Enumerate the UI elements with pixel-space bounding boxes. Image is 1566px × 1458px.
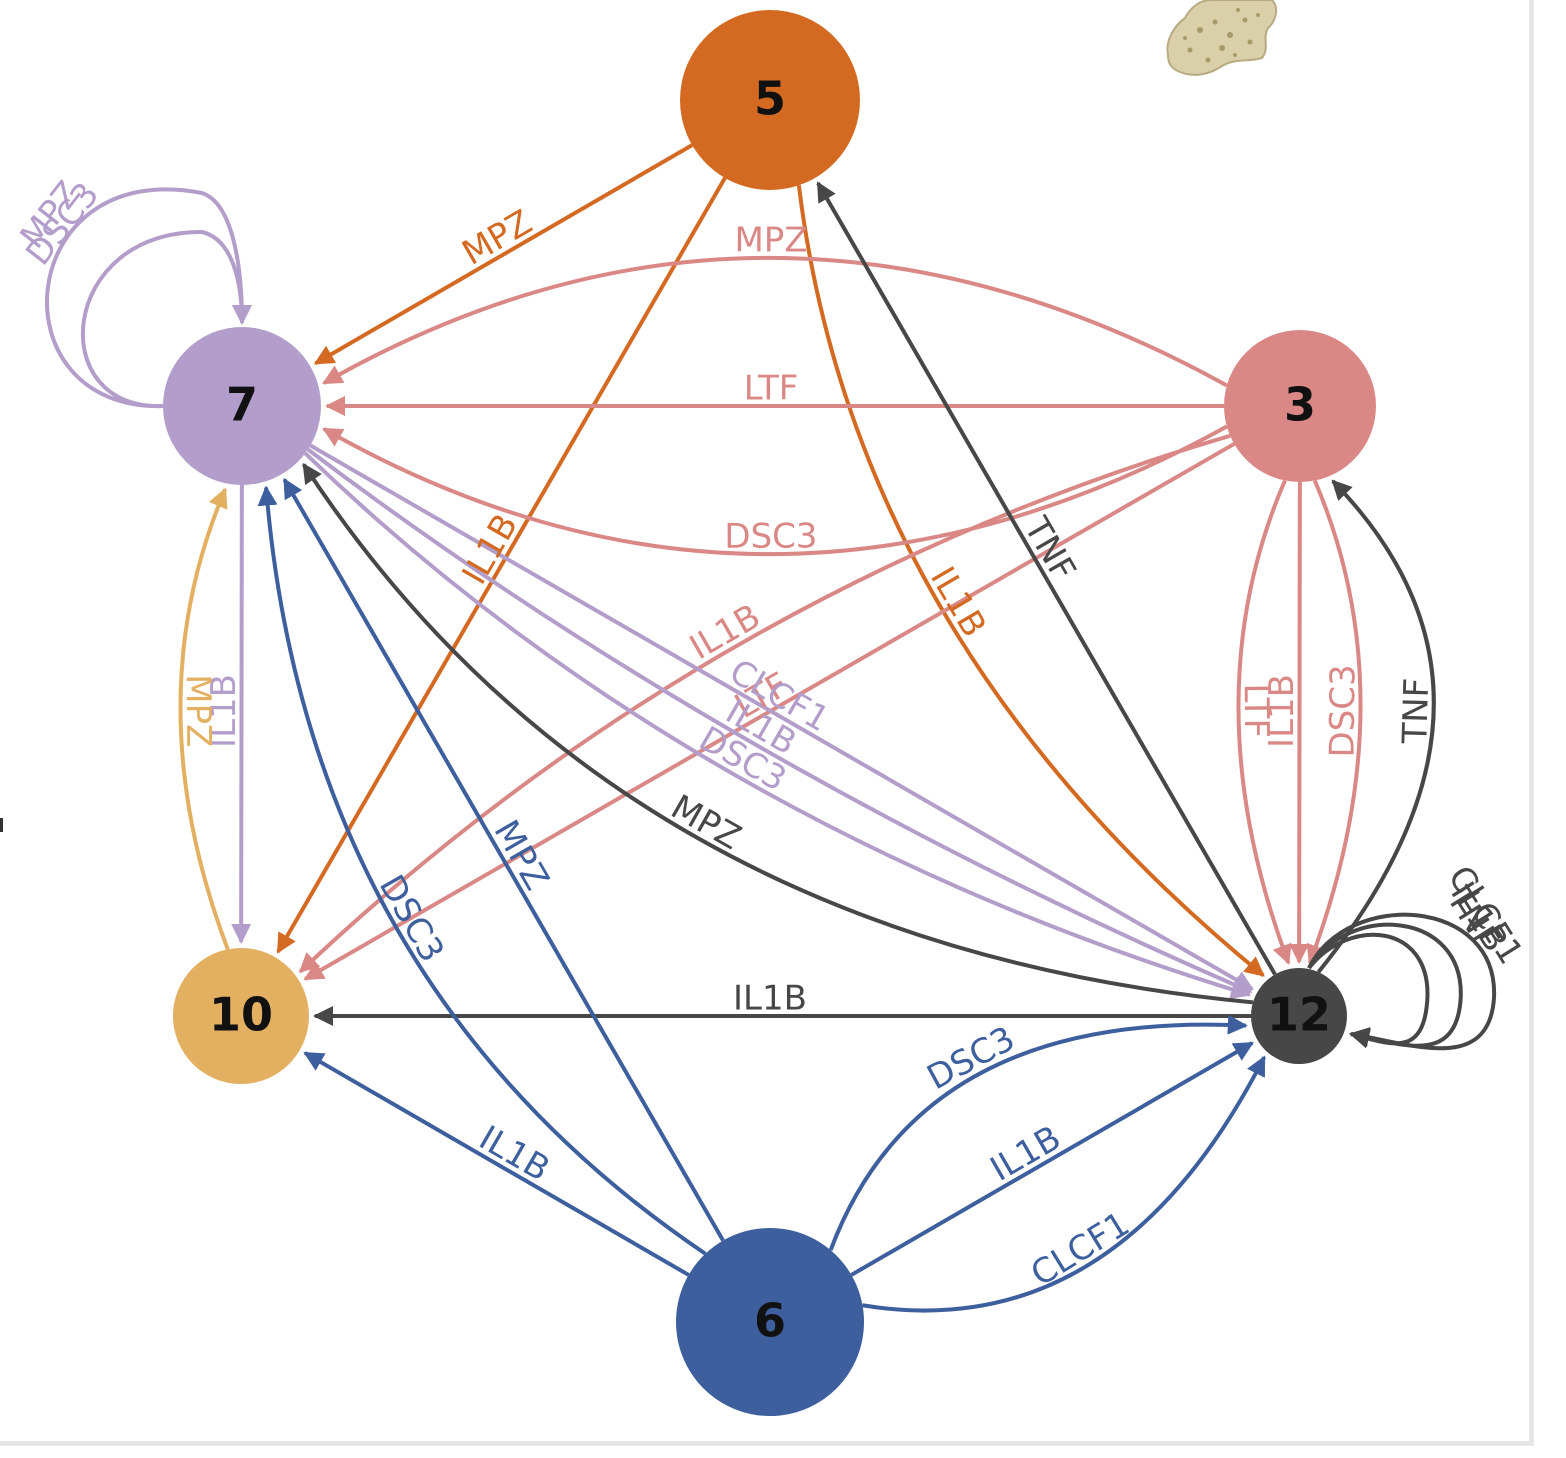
edge-10-to-7-mpz [178, 487, 230, 951]
diagram-frame [0, 0, 1534, 1446]
edge-7-to-10-il1b [231, 484, 252, 944]
edge-3-to-12-dsc3 [1306, 479, 1363, 965]
edge-7-to-12-clcf1 [309, 443, 1254, 991]
edge-5-to-7-mpz [313, 143, 694, 366]
edge-6-to-12-dsc3 [828, 1014, 1248, 1251]
edge-label-12-to-5-tnf: TNF [1015, 510, 1083, 588]
edge-3-to-12-ltf [1236, 479, 1292, 965]
edge-label-3-to-7-ltf: LTF [744, 369, 799, 409]
edge-7-to-7-dsc3 [80, 229, 252, 409]
node-label-7: 7 [226, 378, 258, 432]
edge-label-5-to-7-mpz: MPZ [456, 202, 539, 273]
edge-7-to-7-mpz [45, 187, 252, 409]
edge-3-to-7-dsc3 [322, 424, 1228, 557]
node-label-12: 12 [1267, 988, 1331, 1042]
edge-label-6-to-12-il1b: IL1B [984, 1118, 1068, 1190]
edge-7-to-12-il1b [306, 447, 1253, 994]
left-edge-tick [0, 818, 3, 832]
edge-label-12-to-3-tnf: TNF [1395, 677, 1437, 745]
edge-label-12-to-10-il1b: IL1B [733, 979, 807, 1019]
edge-12-to-5-tnf [816, 181, 1277, 976]
edge-label-6-to-12-dsc3: DSC3 [921, 1019, 1022, 1098]
edge-label-3-to-7-dsc3: DSC3 [724, 516, 817, 556]
node-3 [1224, 330, 1376, 482]
node-label-3: 3 [1284, 378, 1316, 432]
edge-label-7-to-10-il1b: IL1B [204, 674, 244, 748]
edge-label-6-to-7-dsc3: DSC3 [371, 868, 452, 969]
edge-6-to-7-mpz [282, 477, 725, 1242]
edge-12-to-3-tnf [1316, 479, 1436, 974]
edge-5-to-12-il1b [796, 185, 1265, 977]
edges-layer [45, 143, 1497, 1313]
node-label-6: 6 [754, 1294, 786, 1348]
edge-label-6-to-12-clcf1: CLCF1 [1024, 1204, 1137, 1295]
node-label-5: 5 [754, 72, 786, 126]
edge-label-12-to-7-mpz: MPZ [664, 787, 747, 858]
edge-label-3-to-10-il1b: IL1B [683, 597, 767, 669]
node-6 [676, 1228, 864, 1416]
edge-6-to-7-dsc3 [257, 485, 707, 1256]
edge-6-to-12-clcf1 [862, 1055, 1266, 1313]
edge-6-to-10-il1b [303, 1051, 690, 1277]
edge-12-to-7-mpz [301, 462, 1254, 1005]
edge-7-to-12-dsc3 [303, 451, 1252, 1000]
edge-label-3-to-12-dsc3: DSC3 [1323, 664, 1364, 758]
edge-3-to-12-il1b [1289, 481, 1310, 964]
edge-12-to-12-tnf [1307, 932, 1430, 1049]
edge-label-5-to-12-il1b: IL1B [922, 560, 994, 644]
edge-label-10-to-7-mpz: MPZ [178, 674, 218, 747]
edge-6-to-12-il1b [850, 1041, 1254, 1277]
node-12 [1251, 968, 1347, 1064]
nodes-layer: 5 7 3 10 12 6 [163, 10, 1376, 1416]
node-label-10: 10 [209, 988, 273, 1042]
edge-3-to-10-il1b [298, 433, 1231, 974]
edge-label-3-to-12-ltf: LTF [1236, 683, 1276, 738]
node-7 [163, 327, 321, 485]
edge-label-5-to-10-il1b: IL1B [455, 507, 527, 591]
edge-3-to-7-mpz [322, 255, 1228, 388]
tissue-sketch-image [1166, 0, 1278, 76]
node-5 [680, 10, 860, 190]
node-10 [173, 948, 309, 1084]
edge-label-6-to-10-il1b: IL1B [472, 1118, 556, 1190]
edge-label-6-to-7-mpz: MPZ [486, 814, 557, 897]
edge-label-3-to-12-il1b: IL1B [1262, 674, 1302, 748]
edge-label-3-to-7-mpz: MPZ [734, 220, 807, 260]
